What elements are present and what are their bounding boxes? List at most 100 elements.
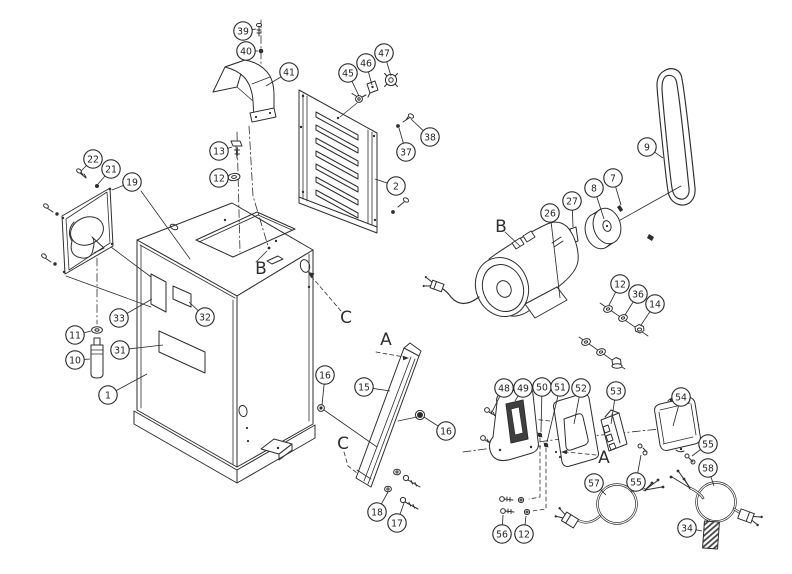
callout-balloon [83, 149, 103, 169]
callout-47: 47 [374, 43, 394, 77]
callout-34: 34 [677, 518, 703, 538]
callout-7: 7 [603, 168, 623, 206]
callout-leader-line [624, 301, 634, 316]
callout-leader-line [374, 178, 388, 184]
callout-52: 52 [571, 378, 591, 425]
callout-number: 49 [517, 383, 529, 394]
callout-balloon [195, 307, 215, 327]
handle-hardware [90, 257, 104, 379]
callout-number: 57 [588, 478, 600, 489]
callout-balloon [514, 524, 534, 544]
callout-leader-line [126, 298, 153, 314]
callout-18: 18 [367, 491, 389, 522]
callout-leader-line [321, 384, 325, 406]
callout-48: 48 [490, 378, 514, 415]
louvered-panel [298, 89, 415, 234]
callout-balloon [671, 387, 691, 407]
callout-leader-line [351, 81, 360, 97]
callout-balloon [513, 378, 533, 398]
callout-number: 16 [440, 426, 452, 437]
callout-number: 12 [518, 529, 530, 540]
callout-number: 1 [105, 390, 111, 401]
callout-balloon [540, 203, 560, 223]
callout-leader-line [381, 491, 389, 505]
callout-number: 19 [126, 177, 138, 188]
callout-balloon [494, 378, 514, 398]
callout-55: 55 [626, 454, 646, 492]
callout-leader-line [386, 61, 392, 77]
callout-19: 19 [111, 172, 142, 192]
callout-37: 37 [396, 127, 416, 162]
callout-number: 18 [371, 507, 383, 518]
callout-balloon [354, 377, 374, 397]
callout-balloon [65, 350, 85, 370]
callout-53: 53 [606, 381, 626, 425]
callout-17: 17 [387, 502, 407, 533]
callout-12: 12 [514, 515, 534, 544]
flange-screws [41, 168, 99, 266]
callout-balloon [626, 472, 646, 492]
callout-leader-line [111, 185, 124, 191]
callout-number: 38 [424, 132, 436, 143]
callout-number: 8 [591, 183, 597, 194]
callout-51: 51 [546, 377, 570, 443]
support-bracket [317, 342, 426, 510]
callout-number: 16 [319, 370, 331, 381]
callout-leader-line [695, 529, 703, 532]
callout-balloon [645, 294, 665, 314]
callout-21: 21 [97, 159, 121, 185]
callout-number: 34 [681, 523, 693, 534]
callout-31: 31 [110, 340, 164, 360]
callout-number: 36 [632, 289, 644, 300]
callout-leader-line [265, 76, 282, 87]
callout-leader-line [524, 515, 527, 525]
callout-number: 11 [69, 330, 81, 341]
callout-38: 38 [410, 118, 440, 147]
callout-46: 46 [356, 53, 376, 86]
callout-40: 40 [236, 41, 258, 61]
callout-58: 58 [698, 458, 718, 487]
callout-balloon [420, 127, 440, 147]
callout-balloon [98, 385, 118, 405]
top-cover-chute [212, 19, 277, 247]
callout-leader-line [399, 502, 405, 515]
callout-number: 26 [544, 208, 556, 219]
callout-27: 27 [562, 191, 582, 228]
callout-33: 33 [109, 298, 153, 328]
callout-balloon [122, 172, 142, 192]
callout-26: 26 [540, 203, 561, 299]
callout-39: 39 [233, 21, 257, 41]
callout-leader-line [640, 311, 651, 326]
callout-45: 45 [338, 63, 360, 97]
callout-number: 12 [614, 279, 626, 290]
callout-balloon [101, 159, 121, 179]
callout-number: 52 [575, 383, 587, 394]
callout-leader-line [546, 395, 559, 443]
callout-leader-line [600, 489, 607, 496]
callout-leader-line [188, 301, 199, 312]
section-letter-b: B [255, 259, 267, 279]
callout-balloon [356, 53, 376, 73]
section-letter-b: B [495, 217, 507, 237]
callout-2: 2 [374, 176, 406, 196]
callout-balloon [233, 21, 253, 41]
callout-balloon [698, 458, 718, 478]
callout-16: 16 [423, 416, 456, 441]
callout-8: 8 [584, 178, 605, 220]
strain-relief-block [702, 520, 720, 550]
callout-balloon [492, 524, 512, 544]
callout-leader-line [710, 476, 715, 487]
callout-15: 15 [354, 377, 391, 397]
callout-number: 51 [554, 382, 566, 393]
callout-leader-line [83, 330, 92, 334]
callout-balloon [584, 473, 604, 493]
callout-balloon [562, 191, 582, 211]
callout-number: 50 [536, 382, 548, 393]
callout-57: 57 [584, 473, 607, 496]
callout-leader-line [423, 416, 439, 427]
bolt-and-washer [227, 131, 243, 253]
callout-leader-line [654, 151, 664, 159]
callout-leader-line [490, 396, 501, 415]
section-letter-a: A [598, 448, 610, 468]
